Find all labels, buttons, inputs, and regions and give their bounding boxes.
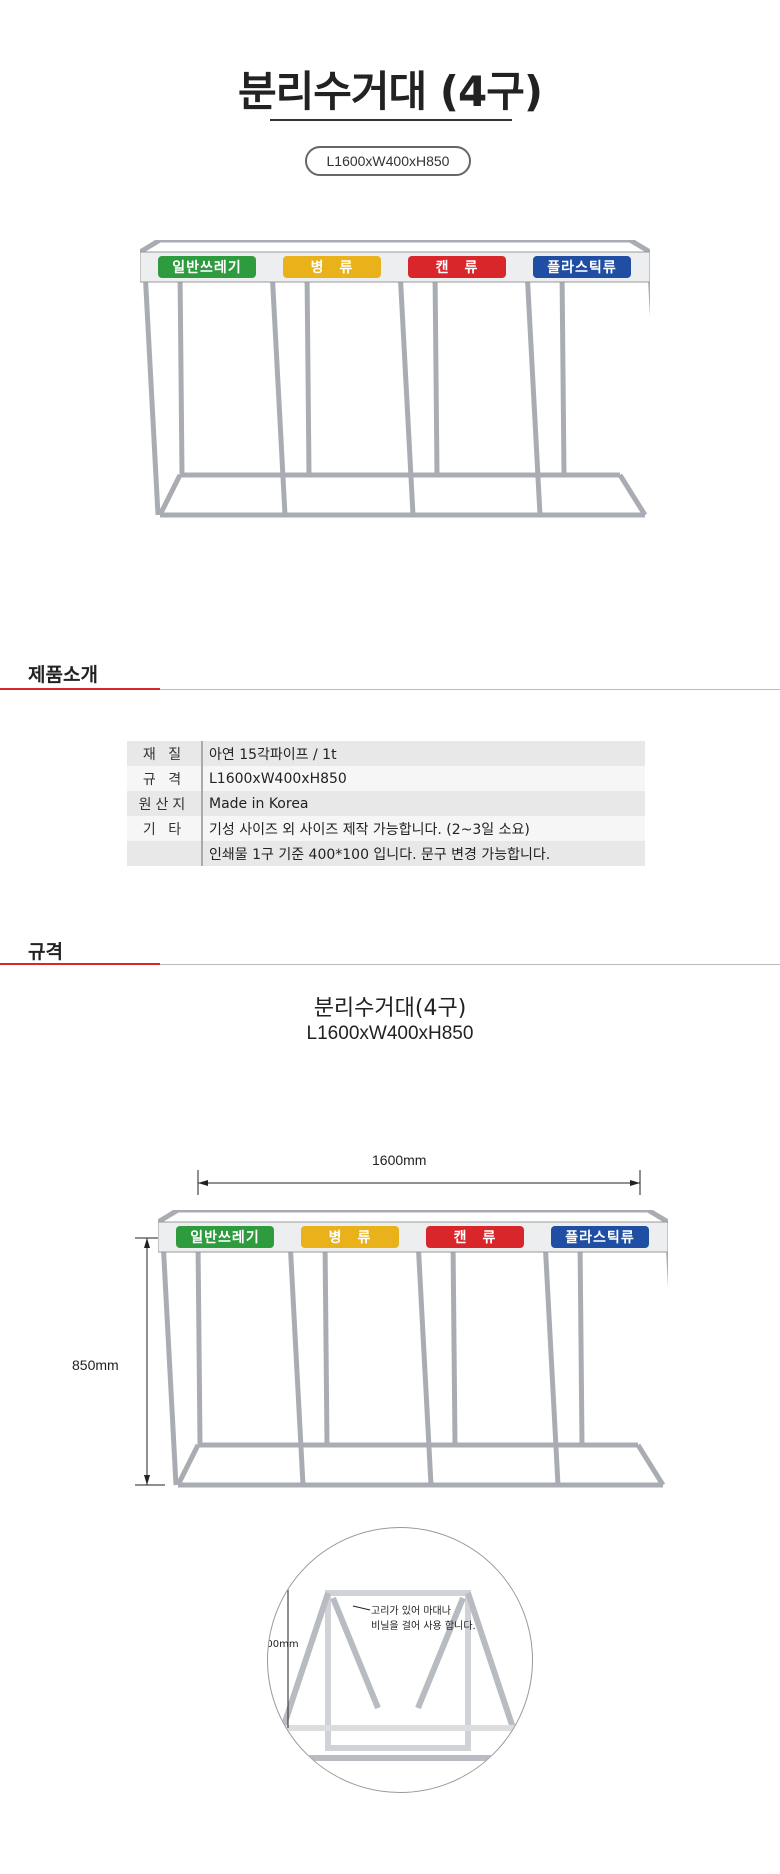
spec-key — [127, 841, 203, 866]
rack-frame — [158, 1210, 668, 1488]
spec-key: 원산지 — [127, 791, 203, 816]
title-underline — [270, 119, 512, 121]
spec-row: 재 질 아연 15각파이프 / 1t — [127, 741, 645, 766]
divider — [0, 689, 780, 690]
spec-row: 기 타 기성 사이즈 외 사이즈 제작 가능합니다. (2~3일 소요) — [127, 816, 645, 841]
spec-value: 아연 15각파이프 / 1t — [209, 746, 337, 763]
divider-accent — [0, 688, 160, 690]
dimension-diagram-image: 일반쓰레기 병 류 캔 류 플라스틱류 — [158, 1210, 668, 1490]
product-image: 일반쓰레기 병 류 캔 류 플라스틱류 — [140, 240, 650, 520]
rack-label: 병 류 — [283, 256, 381, 278]
depth-label: 400mm — [268, 1639, 299, 1650]
rack-label: 일반쓰레기 — [176, 1226, 274, 1248]
page-title: 분리수거대 (4구) — [237, 67, 543, 116]
hook-note-line1: 고리가 있어 마대나 — [371, 1606, 451, 1617]
height-label: 850mm — [72, 1357, 119, 1373]
spec-key: 규 격 — [127, 766, 203, 791]
product-name: 분리수거대(4구) — [313, 996, 467, 1021]
rack-label: 플라스틱류 — [533, 256, 631, 278]
spec-row: 인쇄물 1구 기준 400*100 입니다. 문구 변경 가능합니다. — [127, 841, 645, 866]
frame-top-view — [268, 1588, 532, 1761]
spec-key: 기 타 — [127, 816, 203, 841]
spec-row: 원산지 Made in Korea — [127, 791, 645, 816]
divider-accent — [0, 963, 160, 965]
section-title-intro: 제품소개 — [28, 664, 98, 686]
spec-badge: L1600xW400xH850 — [305, 146, 471, 176]
product-dimensions: L1600xW400xH850 — [306, 1023, 474, 1044]
width-label: 1600mm — [372, 1152, 427, 1168]
spec-row: 규 격 L1600xW400xH850 — [127, 766, 645, 791]
rack-label: 병 류 — [301, 1226, 399, 1248]
divider — [0, 964, 780, 965]
spec-value: Made in Korea — [209, 795, 309, 812]
spec-value: L1600xW400xH850 — [209, 770, 347, 787]
hook-detail-image: 400mm 고리가 있어 마대나 비닐을 걸어 사용 합니다. — [267, 1527, 533, 1793]
rack-label: 캔 류 — [426, 1226, 524, 1248]
rack-label: 일반쓰레기 — [158, 256, 256, 278]
width-dimension-line — [197, 1170, 641, 1195]
hook-note-line2: 비닐을 걸어 사용 합니다. — [371, 1621, 476, 1632]
spec-table: 재 질 아연 15각파이프 / 1t 규 격 L1600xW400xH850 원산지 Ma… — [127, 741, 645, 866]
spec-value: 기성 사이즈 외 사이즈 제작 가능합니다. (2~3일 소요) — [209, 821, 530, 838]
rack-frame — [140, 240, 650, 518]
rack-label: 캔 류 — [408, 256, 506, 278]
section-title-spec: 규격 — [28, 941, 63, 963]
spec-value: 인쇄물 1구 기준 400*100 입니다. 문구 변경 가능합니다. — [209, 846, 551, 863]
spec-key: 재 질 — [127, 741, 203, 766]
rack-label: 플라스틱류 — [551, 1226, 649, 1248]
